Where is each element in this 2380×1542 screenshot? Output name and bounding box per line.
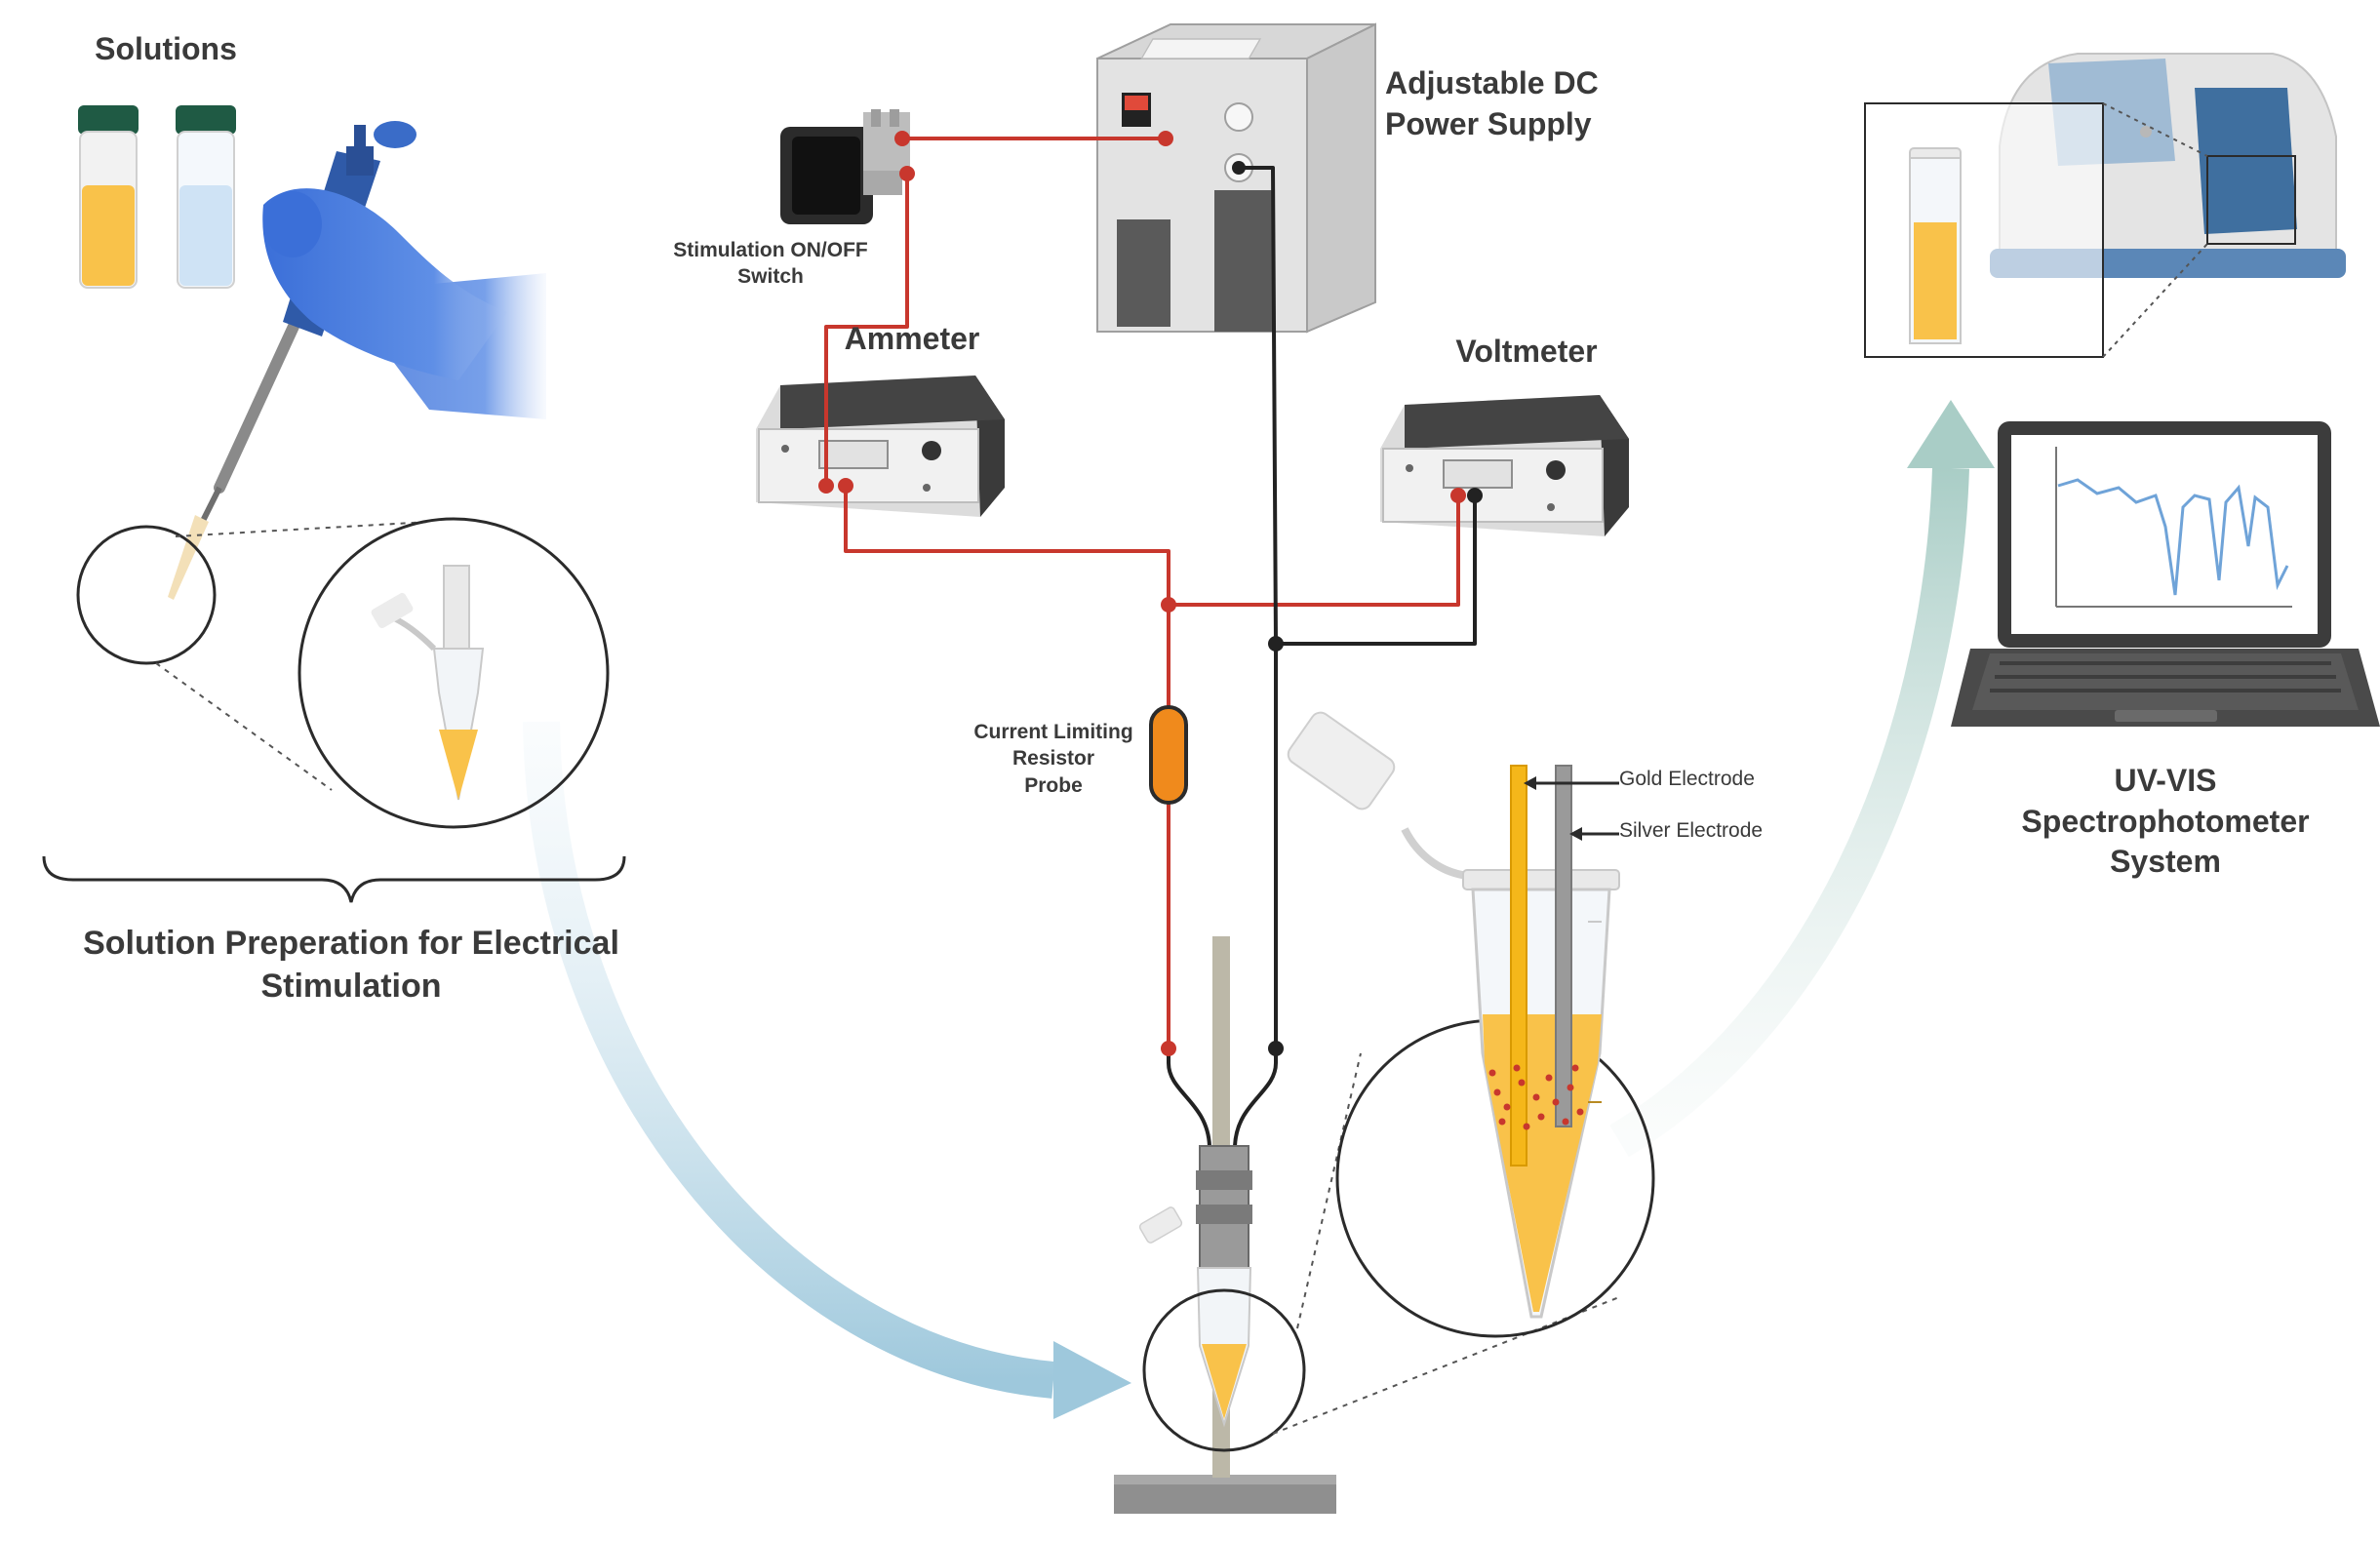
label-silver-electrode: Silver Electrode [1619,819,1764,842]
label-resistor: Current Limiting Resistor Probe [951,719,1156,799]
label-power-supply-line1: Adjustable DC [1385,65,1599,100]
electrode-pointers [1524,776,1619,841]
label-resistor-line1: Current Limiting [973,721,1133,743]
label-voltmeter: Voltmeter [1455,334,1598,369]
label-gold-electrode: Gold Electrode [1619,768,1755,790]
label-resistor-line2: Resistor [1012,747,1095,771]
label-resistor-line3: Probe [1024,773,1083,797]
nanoparticle-dots [1488,1064,1584,1130]
electrode-probe-stand [1114,936,1620,1514]
label-power-supply: Adjustable DC Power Supply [1385,63,1639,144]
label-solution-preparation: Solution Preperation for Electrical Stim… [39,922,663,1008]
label-switch: Stimulation ON/OFF Switch [644,237,897,291]
label-solution-preparation-line1: Solution Preperation for Electrical [83,925,619,962]
flow-arrow-left [523,721,1131,1419]
wire-junctions [818,131,1483,1056]
solution-vials [78,105,236,289]
label-spectrophotometer-line1: UV-VIS [2114,763,2217,798]
label-power-supply-line2: Power Supply [1385,105,1592,141]
tube-zoom [1287,711,1655,1338]
tip-zoom [76,517,610,829]
pipette-with-glove [168,121,546,600]
spectrophotometer [1864,53,2346,358]
label-spectrophotometer: UV-VIS Spectrophotometer System [1980,761,2351,883]
label-solutions: Solutions [95,31,237,66]
ammeter-device [756,376,1005,517]
on-off-switch [780,109,910,224]
label-ammeter: Ammeter [844,321,980,356]
label-solution-preparation-line2: Stimulation [260,968,442,1006]
label-spectrophotometer-line3: System [2110,844,2221,880]
label-spectrophotometer-line2: Spectrophotometer [2021,803,2310,839]
circuit-wires [824,137,1477,1147]
grouping-brace [42,855,626,903]
current-limiting-resistor [1149,705,1188,805]
label-switch-line2: Switch [737,265,804,289]
label-switch-line1: Stimulation ON/OFF [673,239,868,261]
dc-power-supply [1096,22,1376,334]
flow-arrow-right [1609,400,1995,1158]
laptop-computer [1951,421,2380,727]
voltmeter-device [1380,395,1629,536]
